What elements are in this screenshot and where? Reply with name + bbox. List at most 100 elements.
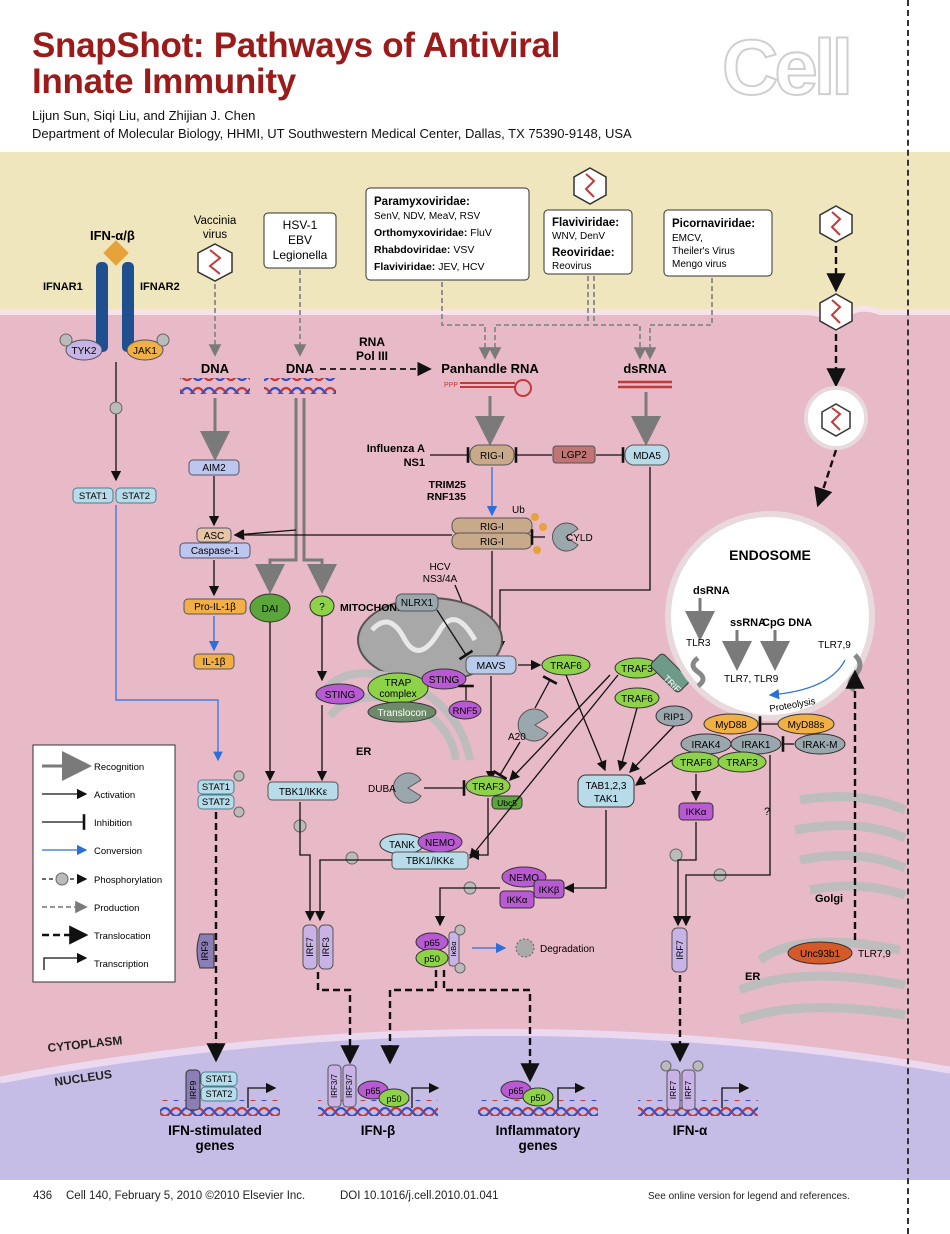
p65-inf-label: p65 <box>508 1086 523 1096</box>
rhabdo-line: Rhabdoviridae: VSV <box>374 244 474 256</box>
ifna-label: IFN-α <box>673 1123 708 1138</box>
picorna-l4: Mengo virus <box>672 259 726 270</box>
ikka-node-myd <box>678 802 714 821</box>
translocon-node <box>367 701 437 723</box>
page-edge-divider <box>907 0 909 1234</box>
irak4-label: IRAK4 <box>692 740 721 751</box>
asc-box <box>196 527 232 543</box>
caspase1-box <box>179 542 251 559</box>
nemo-label-2: NEMO <box>509 873 539 884</box>
irf7-nuc-label: IRF7 <box>668 1081 678 1100</box>
irf7-nuc-label-2: IRF7 <box>683 1081 693 1100</box>
phospho-icon <box>156 333 170 347</box>
tbk1-ikke-label: TBK1/IKKε <box>406 856 455 867</box>
ubiquitin-icon <box>539 523 547 531</box>
il1b-box <box>193 653 235 670</box>
legend-conversion: Conversion <box>94 846 142 857</box>
footer-doi: DOI 10.1016/j.cell.2010.01.041 <box>340 1190 499 1202</box>
dna-label-vaccinia: DNA <box>201 361 230 376</box>
transcription-arrow <box>411 1082 440 1108</box>
ikkb-node <box>533 879 565 899</box>
irf3-node <box>318 924 334 970</box>
stat1-nuc-label: STAT1 <box>206 1074 233 1084</box>
p50-nuc-node <box>378 1088 410 1108</box>
picorna-l2: EMCV, <box>672 233 703 244</box>
legend: Recognition Activation Inhibition Conver… <box>32 744 176 983</box>
orthomyxo-l3a: Orthomyxoviridae: <box>374 227 470 239</box>
stat1-label: STAT1 <box>79 491 107 502</box>
p50-nuc-label: p50 <box>386 1094 401 1104</box>
influenza-label-2: NS1 <box>404 457 425 469</box>
flavi-l3: Reoviridae: <box>552 247 615 259</box>
flavi1-l5a: Flaviviridae: <box>374 261 438 273</box>
transcription-arrow <box>557 1082 586 1108</box>
tyk2-label: TYK2 <box>71 346 96 357</box>
phospho-icon <box>692 1060 704 1072</box>
flavi-l4: Reovirus <box>552 261 591 272</box>
stat1-label-2: STAT1 <box>202 782 230 793</box>
hcv-label-1: HCV <box>429 562 450 573</box>
ebv-label: EBV <box>288 233 312 247</box>
ikba-node <box>448 931 460 967</box>
duba-label: DUBA <box>368 784 396 795</box>
rig-i-label: RIG-I <box>480 451 504 462</box>
er-label-right: ER <box>745 971 760 983</box>
ikka-label: IKKα <box>507 895 528 906</box>
dai-label: DAI <box>262 604 279 615</box>
ikka-label-myd: IKKα <box>686 807 707 818</box>
p65-nuc-label: p65 <box>365 1086 380 1096</box>
panhandle-rna-label: Panhandle RNA <box>441 361 539 376</box>
ikkb-label: IKKβ <box>539 885 560 896</box>
hsv-label: HSV-1 <box>283 218 318 232</box>
irf37-node-2 <box>342 1064 357 1108</box>
irf7-nuc-node-2 <box>681 1069 696 1111</box>
traf6-label-myd: TRAF6 <box>680 758 712 769</box>
footer-note: See online version for legend and refere… <box>648 1191 850 1202</box>
rhabdo-l4b: VSV <box>453 244 474 256</box>
tlr7-tlr9-label: TLR7, TLR9 <box>724 674 779 685</box>
ifna-dna-icon <box>638 1100 758 1116</box>
inflam-dna-icon <box>478 1100 598 1116</box>
influenza-label-1: Influenza A <box>367 443 425 455</box>
irf9-nuc-label: IRF9 <box>188 1081 198 1100</box>
trap-label-2: complex <box>379 689 416 700</box>
endosome-label: ENDOSOME <box>729 547 811 563</box>
rnf5-label: RNF5 <box>453 706 478 717</box>
department: Department of Molecular Biology, HHMI, U… <box>32 126 632 141</box>
a20-label: A20 <box>508 732 526 743</box>
golgi-label: Golgi <box>815 893 843 905</box>
irf9-label: IRF9 <box>200 941 210 961</box>
cyld-label: CYLD <box>566 533 593 544</box>
dna-helix-icon <box>180 378 250 394</box>
panhandle-rna-icon <box>460 382 515 388</box>
isg-label-2: genes <box>195 1138 234 1153</box>
a20-pacman-icon <box>517 708 549 742</box>
traf3-label: TRAF3 <box>472 782 504 793</box>
pro-il1b-box <box>183 598 247 615</box>
flavi1-l5b: JEV, HCV <box>438 261 484 273</box>
stat2-label-2: STAT2 <box>202 797 230 808</box>
lgp2-node <box>552 445 596 464</box>
title-line-2: Innate Immunity <box>32 62 296 101</box>
p50-node <box>415 948 449 968</box>
tlr79-er-label: TLR7,9 <box>858 949 891 960</box>
dsrna-label: dsRNA <box>623 361 667 376</box>
stat1-box <box>72 487 114 504</box>
hsv-box <box>263 212 337 269</box>
vaccinia-label-1: Vaccinia <box>194 215 237 227</box>
jak1-label: JAK1 <box>133 346 157 357</box>
rip1-label: RIP1 <box>663 712 684 723</box>
tbk1-ikke-node-left <box>267 781 339 801</box>
degradation-icon <box>515 938 535 958</box>
irf7-label: IRF7 <box>305 937 315 957</box>
flavi-l2: WNV, DenV <box>552 231 605 242</box>
irak1-label: IRAK1 <box>742 740 771 751</box>
ifnar1-label: IFNAR1 <box>43 281 83 293</box>
footer-page: 436 <box>33 1190 53 1202</box>
flavi-box <box>543 209 633 275</box>
myd88s-label: MyD88s <box>788 720 825 731</box>
legend-inhibition: Inhibition <box>94 818 132 829</box>
endosome <box>665 511 875 721</box>
dsrna-endo-label: dsRNA <box>693 585 730 597</box>
rna-pol3-label-2: Pol III <box>356 349 388 363</box>
